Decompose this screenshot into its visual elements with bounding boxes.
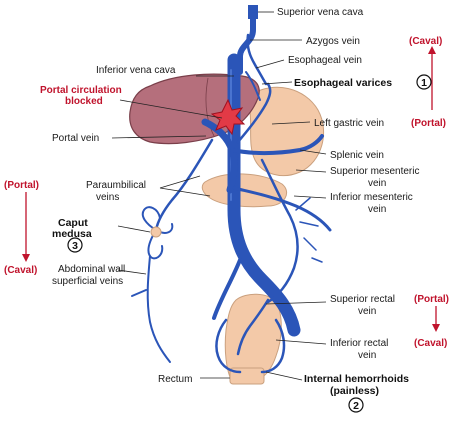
label-paraumbilical-1: Paraumbilical bbox=[86, 180, 146, 191]
paraumbilical-vessel bbox=[154, 138, 214, 232]
label-inferior-rectal-2: vein bbox=[358, 350, 376, 361]
label-superior-rectal-2: vein bbox=[358, 306, 376, 317]
badge-3-circle bbox=[67, 237, 83, 253]
liver-lobe-line bbox=[205, 77, 215, 137]
label-inferior-vena-cava: Inferior vena cava bbox=[96, 65, 176, 76]
portal-to-caval-arrow-bottom bbox=[432, 306, 440, 332]
label-caval-bottom: (Caval) bbox=[414, 338, 447, 349]
leader-lines bbox=[111, 11, 327, 381]
superior-rectal-vessel bbox=[236, 298, 270, 356]
label-portal-vein: Portal vein bbox=[52, 133, 99, 144]
label-portal-right: (Portal) bbox=[411, 118, 446, 129]
inferior-vena-cava-vessel bbox=[227, 53, 301, 337]
superior-mesenteric-vessel bbox=[232, 186, 332, 232]
label-inferior-rectal-1: Inferior rectal bbox=[330, 338, 388, 349]
label-caval-top: (Caval) bbox=[409, 36, 442, 47]
label-portal-bottom: (Portal) bbox=[414, 294, 449, 305]
inferior-rectal-vessel bbox=[215, 318, 286, 374]
caval-to-portal-arrow-right bbox=[428, 46, 436, 110]
mesenteric-branches bbox=[295, 197, 323, 263]
badge-2-text: 2 bbox=[353, 400, 359, 412]
badge-1-circle bbox=[416, 74, 432, 90]
azygos-vessel bbox=[246, 33, 268, 86]
label-esophageal-vein: Esophageal vein bbox=[288, 55, 362, 66]
label-abdominal-1: Abdominal wall bbox=[58, 264, 125, 275]
badge-3-text: 3 bbox=[72, 240, 78, 252]
label-paraumbilical-2: veins bbox=[96, 192, 119, 203]
label-portal-blocked-1: Portal circulation bbox=[40, 85, 122, 96]
badge-1-text: 1 bbox=[421, 77, 427, 89]
label-caval-left: (Caval) bbox=[4, 265, 37, 276]
label-portal-blocked-2: blocked bbox=[65, 96, 103, 107]
inferior-mesenteric-vessel bbox=[260, 158, 299, 304]
label-inferior-mesenteric-1: Inferior mesenteric bbox=[330, 192, 413, 203]
label-splenic-vein: Splenic vein bbox=[330, 150, 384, 161]
label-caput-1: Caput bbox=[58, 217, 88, 229]
label-superior-mesenteric-1: Superior mesenteric bbox=[330, 166, 419, 177]
label-superior-vena-cava: Superior vena cava bbox=[277, 7, 364, 18]
splenic-vein-vessel bbox=[230, 134, 324, 155]
label-inferior-mesenteric-2: vein bbox=[368, 204, 386, 215]
label-portal-left: (Portal) bbox=[4, 180, 39, 191]
umbilicus bbox=[150, 226, 162, 238]
label-rectum: Rectum bbox=[158, 374, 192, 385]
iliac-vessel bbox=[212, 258, 242, 320]
label-esophageal-varices: Esophageal varices bbox=[294, 77, 392, 89]
esophageal-vessel bbox=[245, 71, 261, 101]
abdominal-wall-vessels bbox=[131, 255, 171, 363]
label-caput-2: medusa bbox=[52, 228, 92, 240]
portal-to-caval-arrow-left bbox=[22, 192, 30, 262]
label-azygos-vein: Azygos vein bbox=[306, 36, 360, 47]
label-abdominal-2: superficial veins bbox=[52, 276, 123, 287]
label-superior-rectal-1: Superior rectal bbox=[330, 294, 395, 305]
label-hemorrhoids-1: Internal hemorrhoids bbox=[304, 373, 409, 385]
stomach bbox=[249, 86, 325, 176]
portal-block-star bbox=[210, 98, 246, 136]
badge-2-circle bbox=[348, 397, 364, 413]
label-left-gastric-vein: Left gastric vein bbox=[314, 118, 384, 129]
label-superior-mesenteric-2: vein bbox=[368, 178, 386, 189]
label-hemorrhoids-2: (painless) bbox=[330, 385, 379, 397]
left-gastric-vessel bbox=[236, 82, 272, 144]
